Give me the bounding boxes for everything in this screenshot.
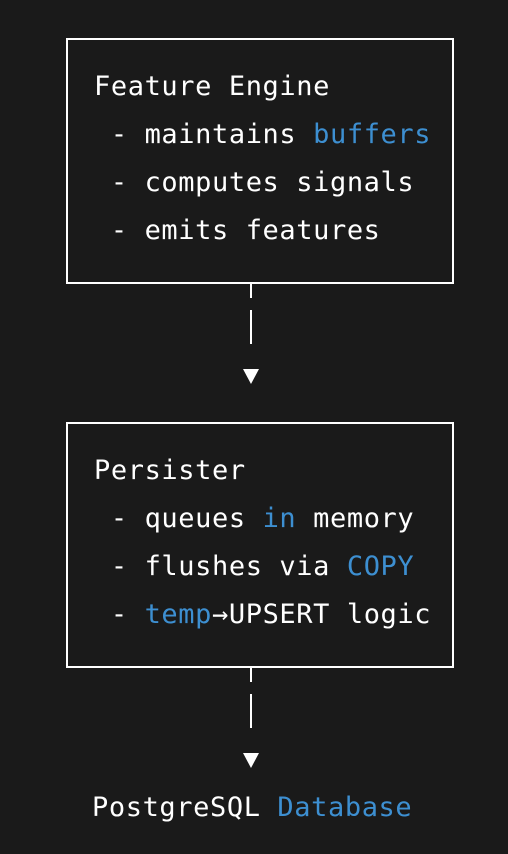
persister-box: Persister - queues in memory - flushes v… xyxy=(66,422,454,668)
box-bottom-border xyxy=(66,650,454,668)
box-bottom-border xyxy=(66,266,454,284)
feature-engine-box: Feature Engine - maintains buffers - com… xyxy=(66,38,454,284)
feature-engine-title: Feature Engine xyxy=(94,71,330,102)
feature-engine-item-signals: - computes signals xyxy=(94,167,415,198)
persister-item-queues: - queues in memory xyxy=(94,503,415,534)
down-arrow-icon xyxy=(243,369,259,384)
box-top-border xyxy=(66,38,454,56)
down-arrow-icon xyxy=(243,753,259,768)
box-top-border xyxy=(66,422,454,440)
persister-item-upsert: - temp→UPSERT logic xyxy=(94,599,432,630)
connector-line xyxy=(250,666,252,682)
postgresql-database-label: PostgreSQL Database xyxy=(92,792,413,823)
feature-engine-item-features: - emits features xyxy=(94,215,381,246)
connector-line xyxy=(250,310,252,344)
connector-line xyxy=(250,282,252,298)
connector-line xyxy=(250,694,252,728)
persister-item-flushes: - flushes via COPY xyxy=(94,551,415,582)
feature-engine-item-buffers: - maintains buffers xyxy=(94,119,432,150)
persister-title: Persister xyxy=(94,455,246,486)
